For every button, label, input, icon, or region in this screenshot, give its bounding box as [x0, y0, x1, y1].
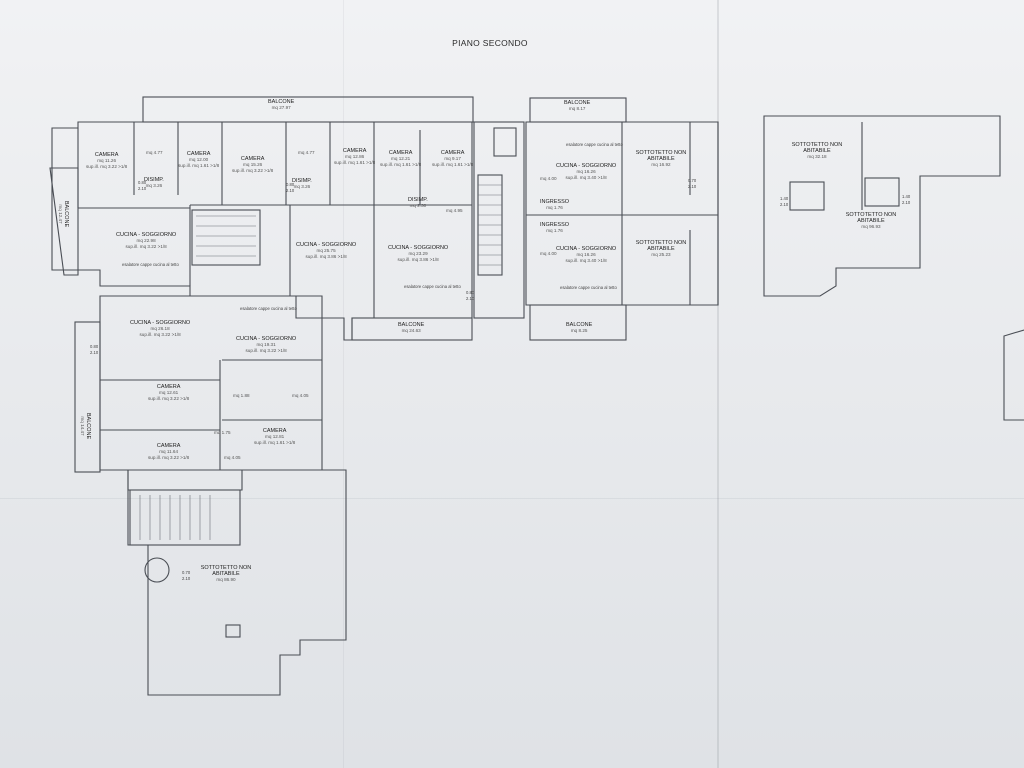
- dimension-tag: 1.40: [780, 196, 789, 201]
- fold-line-horizontal: [0, 498, 1024, 499]
- dimension-tag: 0.70: [688, 178, 697, 183]
- stair-bottom: [129, 489, 241, 546]
- room-label: mq 4.00: [540, 251, 557, 256]
- room-label: DISIMP.mq 2.30: [408, 197, 428, 208]
- vent-note: esalatore cappe cucina al tetto: [240, 306, 297, 311]
- fold-line-vertical: [717, 0, 719, 768]
- wall-block-detached: [763, 115, 1001, 297]
- dimension-tag: 2.10: [138, 186, 147, 191]
- balcony-bottom-center: [351, 317, 473, 341]
- balcony-top-left: [142, 96, 474, 123]
- room-label: mq 1.88: [233, 393, 250, 398]
- room-label: mq 1.75: [214, 430, 231, 435]
- balcony-left-lower: [74, 321, 101, 473]
- wall-block-upper-left: [51, 121, 473, 341]
- vent-note: esalatore cappe cucina al tetto: [404, 284, 461, 289]
- room-label: mq 4.77: [146, 150, 163, 155]
- dimension-tag: 2.10: [466, 296, 475, 301]
- dimension-tag: 2.10: [286, 188, 295, 193]
- dimension-tag: 2.10: [182, 576, 191, 581]
- room-label: DISIMP.mq 3.26: [292, 178, 312, 189]
- room-label: mq 4.05: [292, 393, 309, 398]
- room-label: mq 4.77: [298, 150, 315, 155]
- wall-block-right: [525, 121, 719, 306]
- dimension-tag: 0.80: [90, 344, 99, 349]
- dimension-tag: 0.80: [286, 182, 295, 187]
- fold-line-vertical-left: [343, 0, 344, 768]
- room-label: mq 4.00: [540, 176, 557, 181]
- vent-note: esalatore cappe cucina al tetto: [122, 262, 179, 267]
- dimension-tag: 2.10: [688, 184, 697, 189]
- dimension-tag: 2.10: [90, 350, 99, 355]
- dimension-tag: 0.70: [182, 570, 191, 575]
- dimension-tag: 2.10: [902, 200, 911, 205]
- stair-detached-a: [789, 181, 825, 211]
- stair-detached-b: [864, 177, 900, 207]
- balcony-left-upper: [49, 167, 79, 276]
- corridor-central: [473, 121, 525, 319]
- room-label: DISIMP.mq 3.26: [144, 177, 164, 188]
- dimension-tag: 1.40: [902, 194, 911, 199]
- drawing-title: PIANO SECONDO: [452, 38, 528, 48]
- spiral-stair-bottom: [144, 557, 170, 583]
- dimension-tag: 0.80: [466, 290, 475, 295]
- dimension-tag: 2.10: [780, 202, 789, 207]
- vent-note: esalatore cappe cucina al tetto: [560, 285, 617, 290]
- room-label: mq 4.05: [224, 455, 241, 460]
- vent-note: esalatore cappe cucina al tetto: [566, 142, 623, 147]
- wall-block-lower-left: [99, 295, 323, 491]
- dimension-tag: 0.80: [138, 180, 147, 185]
- room-label: mq 4.95: [446, 208, 463, 213]
- balcony-bottom-right: [529, 304, 627, 341]
- stair-core-left: [191, 209, 261, 266]
